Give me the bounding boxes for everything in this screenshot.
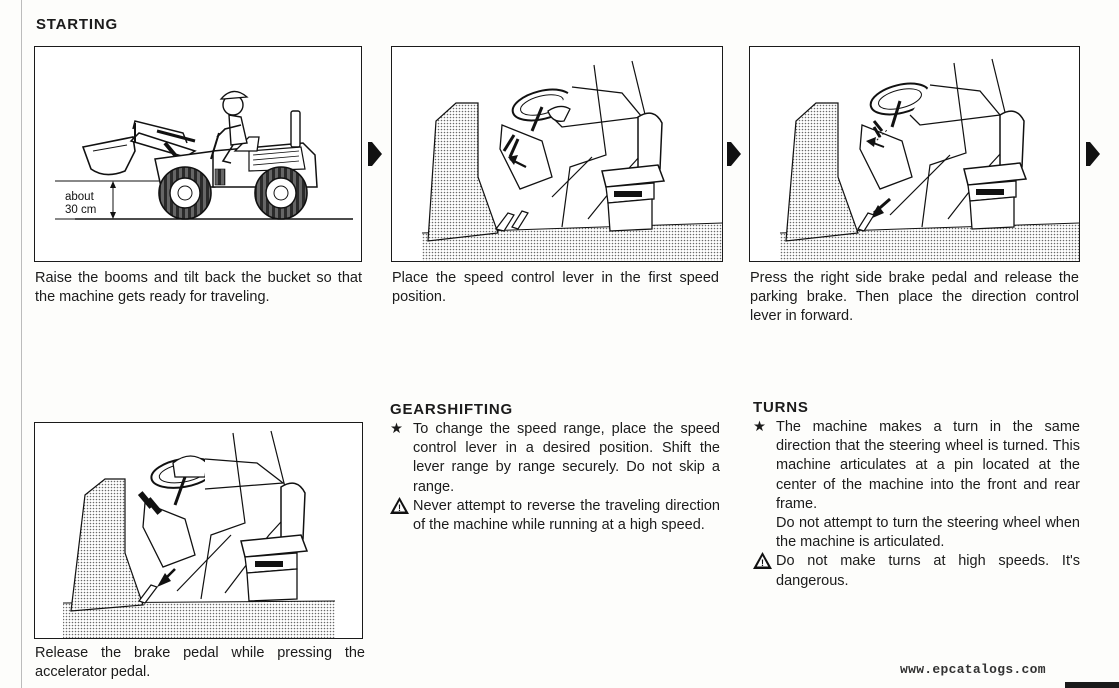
svg-text:!: ! — [398, 503, 401, 513]
caption-fig1: Raise the booms and tilt back the bucket… — [35, 270, 362, 305]
section-heading-turns: TURNS — [753, 399, 809, 416]
turns-note: ★ The machine makes a turn in the same d… — [753, 418, 1080, 552]
star-icon: ★ — [390, 421, 403, 437]
gearshifting-warning: ! Never attempt to reverse the traveling… — [390, 496, 720, 535]
next-step-arrow-icon — [727, 142, 741, 166]
turns-note-text-1: The machine makes a turn in the same dir… — [776, 419, 1080, 512]
figure-loader-raise-boom: about 30 cm — [34, 46, 362, 262]
caption-fig2: Place the speed control lever in the fir… — [392, 270, 719, 305]
watermark: www.epcatalogs.com — [900, 662, 1046, 677]
cab-speed-lever-illustration — [421, 60, 722, 261]
gearshifting-note-text: To change the speed range, place the spe… — [413, 421, 720, 495]
section-heading-starting: STARTING — [36, 16, 118, 33]
warning-icon: ! — [753, 552, 773, 575]
caption-fig3: Press the right side brake pedal and rel… — [750, 270, 1079, 324]
gearshifting-body: ★ To change the speed range, place the s… — [390, 420, 720, 535]
turns-body: ★ The machine makes a turn in the same d… — [753, 418, 1080, 591]
cab-brake-pedal-illustration — [779, 58, 1079, 261]
turns-warning-text: Do not make turns at high speeds. It's d… — [776, 553, 1080, 589]
svg-text:!: ! — [761, 558, 764, 568]
figure-brake-direction — [749, 46, 1080, 262]
next-step-arrow-icon — [1086, 142, 1100, 166]
turns-note-text-2: Do not attempt to turn the steering whee… — [776, 515, 1080, 551]
figure-speed-lever — [391, 46, 723, 262]
warning-icon: ! — [390, 496, 410, 520]
next-step-arrow-icon — [368, 142, 382, 166]
star-icon: ★ — [753, 419, 766, 435]
caption-fig4: Release the brake pedal while pressing t… — [35, 645, 365, 680]
gearshifting-warning-text: Never attempt to reverse the traveling d… — [413, 497, 720, 534]
cab-accelerator-illustration — [62, 430, 336, 638]
height-label-line1: about — [65, 191, 95, 203]
section-heading-gearshifting: GEARSHIFTING — [390, 401, 513, 418]
page-corner-bar — [1065, 682, 1119, 688]
height-label-line2: 30 cm — [65, 204, 96, 216]
page-margin-rule — [21, 0, 22, 688]
gearshifting-note: ★ To change the speed range, place the s… — [390, 420, 720, 497]
loader-illustration: about 30 cm — [55, 90, 353, 220]
figure-accelerator — [34, 422, 363, 639]
turns-warning: ! Do not make turns at high speeds. It's… — [753, 552, 1080, 590]
